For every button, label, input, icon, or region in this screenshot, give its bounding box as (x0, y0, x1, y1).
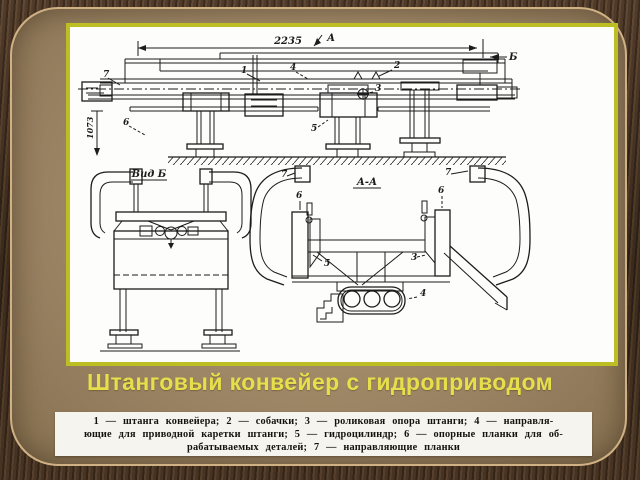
marker-a-label: А (326, 33, 335, 44)
section-left-hook (249, 165, 311, 286)
motor-assembly (456, 59, 518, 101)
drawing-panel: 2235 А Б (66, 23, 618, 366)
section-right-hook (469, 165, 531, 286)
part-label-2: 2 (393, 61, 400, 71)
side-view-part-labels: 7 1 4 2 3 6 5 (103, 61, 400, 136)
part-label-7-left: 7 (281, 170, 288, 180)
right-hook (199, 168, 252, 239)
part-label-3: 3 (375, 84, 381, 94)
section-marker-a: А (313, 33, 335, 47)
part-label-7-right: 7 (445, 168, 452, 178)
slide-title: Штанговый конвейер с гидроприводом (86, 369, 554, 395)
trestle-legs (100, 289, 240, 352)
part-label-5: 5 (311, 124, 317, 134)
part-label-6-right: 6 (438, 186, 445, 196)
part-label-6-left: 6 (296, 191, 303, 201)
caption-line-1: 1 — штанга конвейера; 2 — собачки; 3 — р… (93, 416, 554, 427)
section-marker-b: Б (490, 52, 518, 63)
part-label-3-section: 3 (411, 253, 417, 263)
ground-line (168, 156, 506, 165)
roller-support (357, 88, 369, 100)
left-hook (90, 168, 143, 239)
conveyor-rails (78, 52, 522, 112)
stepped-bracket (316, 293, 344, 323)
marker-b-label: Б (508, 52, 518, 63)
drive-unit (319, 84, 378, 158)
part-label-4: 4 (290, 63, 296, 73)
right-floor-stand (399, 81, 441, 158)
part-label-1: 1 (241, 66, 247, 76)
technical-drawing: 2235 А Б (78, 33, 531, 352)
cross-beam (292, 239, 450, 292)
pawls (353, 70, 381, 80)
left-floor-stand (182, 92, 230, 158)
left-end-bracket (81, 81, 113, 102)
part-label-5-section: 5 (324, 259, 330, 269)
section-aa-label: А-А (356, 177, 377, 188)
caption-line-2: ющие для приводной каретки штанги; 5 — г… (83, 429, 564, 440)
trestle-frame (113, 184, 229, 290)
side-elevation-view: 2235 А Б (78, 33, 522, 165)
view-b-label: Вид Б (131, 169, 167, 180)
caption-box: 1 — штанга конвейера; 2 — собачки; 3 — р… (55, 412, 592, 456)
section-aa: А-А 7 7 (249, 165, 531, 323)
part-label-4-section: 4 (420, 289, 426, 299)
caption-line-3: рабатываемых деталей; 7 — направляющие п… (187, 442, 460, 453)
bottom-flange: 4 (337, 286, 426, 315)
dim-1073-label: 1073 (85, 116, 95, 139)
part-label-6: 6 (123, 118, 130, 128)
support-plates: 6 6 (291, 186, 451, 279)
section-labels-7: 7 7 (281, 168, 469, 180)
part-label-7: 7 (103, 70, 110, 80)
dim-2235-label: 2235 (273, 36, 302, 47)
dimension-2235: 2235 (137, 36, 484, 58)
discharge-chute (443, 245, 508, 311)
dimension-1073: 1073 (85, 110, 103, 156)
section-labels-53: 5 3 (312, 253, 427, 269)
hanger-carriage (244, 55, 284, 117)
view-b: Вид Б (90, 168, 252, 352)
